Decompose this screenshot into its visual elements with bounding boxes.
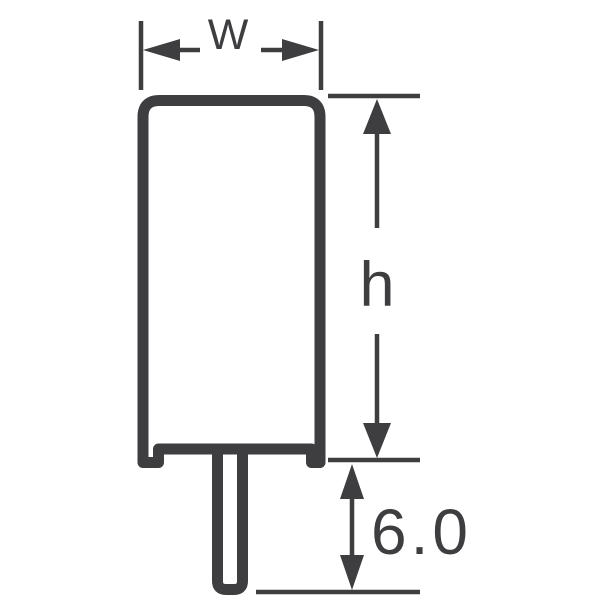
- lead-length-arrowhead-down: [340, 555, 364, 590]
- height-arrowhead-down: [363, 423, 391, 458]
- dimension-lines-group: [138, 21, 420, 595]
- width-dimension-label: W: [208, 11, 249, 59]
- capacitor-body-outline: [137, 95, 326, 468]
- lead-length-dimension-label: 6.0: [371, 496, 472, 568]
- height-dimension-label: h: [359, 250, 394, 320]
- arrowheads-group: [143, 39, 391, 590]
- width-arrowhead-left: [143, 39, 180, 61]
- component-outline-group: [137, 95, 326, 595]
- lead-length-arrowhead-up: [340, 464, 364, 499]
- lead-wire-outline: [212, 444, 248, 595]
- height-arrowhead-up: [363, 99, 391, 134]
- dimension-labels-group: W h 6.0: [208, 11, 472, 568]
- width-arrowhead-right: [282, 39, 319, 61]
